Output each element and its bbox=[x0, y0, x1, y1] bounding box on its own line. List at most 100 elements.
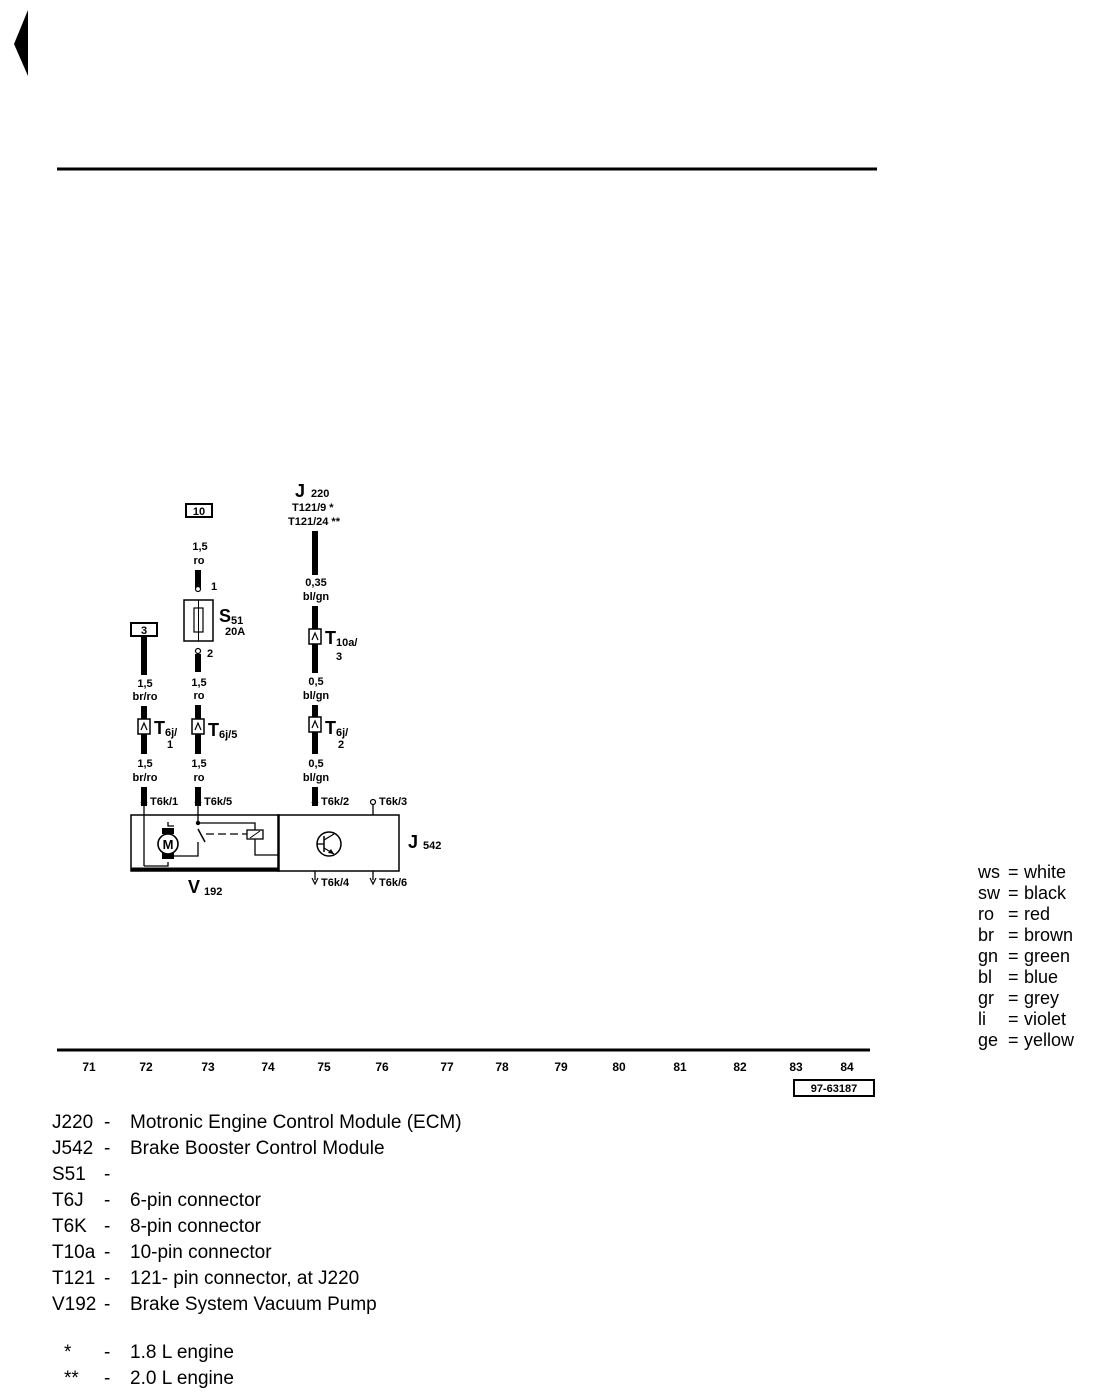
back-arrow-icon[interactable] bbox=[14, 10, 28, 76]
component-row: T6J-6-pin connector bbox=[52, 1188, 462, 1214]
component-description: Brake Booster Control Module bbox=[130, 1138, 385, 1159]
wire-size-label: 1,5 bbox=[137, 678, 152, 690]
connector-t6j-5-label: T bbox=[208, 720, 219, 740]
axis-tick-label: 72 bbox=[139, 1060, 153, 1074]
module-j542-box bbox=[277, 814, 400, 872]
legend-equals: = bbox=[1008, 883, 1019, 903]
wire-size-label: 1,5 bbox=[191, 677, 206, 689]
pin-arrow-icon bbox=[369, 877, 377, 886]
component-row: V192-Brake System Vacuum Pump bbox=[52, 1292, 462, 1318]
fuse-s51-sub: 51 bbox=[231, 615, 243, 627]
axis-tick-label: 76 bbox=[375, 1060, 389, 1074]
wire-size-label: 0,5 bbox=[308, 758, 323, 770]
legend-row: li=violet bbox=[978, 1009, 1074, 1030]
wire-color-label: ro bbox=[194, 555, 205, 567]
terminal-10-label: 10 bbox=[193, 506, 205, 518]
footnote-list: *-1.8 L engine **-2.0 L engine bbox=[52, 1340, 234, 1392]
legend-row: gn=green bbox=[978, 946, 1074, 967]
reference-number: 97-63187 bbox=[811, 1083, 858, 1095]
pin-t121-24-label: T121/24 ** bbox=[288, 516, 341, 528]
legend-equals: = bbox=[1008, 946, 1019, 966]
legend-code: li bbox=[978, 1009, 986, 1029]
axis-tick-label: 83 bbox=[789, 1060, 803, 1074]
footnote-text: 1.8 L engine bbox=[130, 1342, 234, 1363]
pin-arrow-icon bbox=[311, 877, 319, 886]
wire-size-label: 0,5 bbox=[308, 676, 323, 688]
connector-pin-icon bbox=[311, 631, 319, 641]
connector-t6j-5-sub: 6j/5 bbox=[219, 729, 237, 741]
axis-tick-label: 82 bbox=[733, 1060, 747, 1074]
pump-v192-box bbox=[130, 814, 280, 872]
component-row: S51- bbox=[52, 1162, 462, 1188]
motor-brush-icon bbox=[162, 853, 174, 859]
wire-color-label: ro bbox=[194, 772, 205, 784]
legend-row: br=brown bbox=[978, 925, 1074, 946]
axis-tick-label: 81 bbox=[673, 1060, 687, 1074]
component-code: J220 bbox=[52, 1112, 94, 1133]
component-dash: - bbox=[104, 1164, 111, 1185]
relay-coil-mark bbox=[249, 830, 261, 839]
relay-contact-icon bbox=[197, 828, 206, 843]
transistor-lead bbox=[323, 833, 335, 841]
legend-equals: = bbox=[1008, 988, 1019, 1008]
pin-t6k-4-label: T6k/4 bbox=[321, 877, 350, 889]
legend-equals: = bbox=[1008, 925, 1019, 945]
component-row: J220-Motronic Engine Control Module (ECM… bbox=[52, 1110, 462, 1136]
connector-t6j-2-label: T bbox=[325, 718, 336, 738]
internal-wire bbox=[167, 822, 174, 827]
pin-dot bbox=[194, 585, 202, 593]
footnote-mark: ** bbox=[64, 1368, 79, 1389]
legend-row: ge=yellow bbox=[978, 1030, 1074, 1051]
component-row: T121-121- pin connector, at J220 bbox=[52, 1266, 462, 1292]
wire-color-label: bl/gn bbox=[303, 772, 330, 784]
pin-1-label: 1 bbox=[211, 581, 217, 593]
connector-t6j-label: T bbox=[154, 718, 165, 738]
legend-row: bl =blue bbox=[978, 967, 1074, 988]
wire-color-label: bl/gn bbox=[303, 690, 330, 702]
axis-tick-label: 74 bbox=[261, 1060, 275, 1074]
legend-row: gr=grey bbox=[978, 988, 1074, 1009]
pin-dot bbox=[194, 647, 202, 655]
connector-t6j-pin: 1 bbox=[167, 739, 173, 751]
component-description: Motronic Engine Control Module (ECM) bbox=[130, 1112, 462, 1133]
component-dash: - bbox=[104, 1138, 111, 1159]
module-j542-label: J bbox=[408, 832, 418, 852]
legend-equals: = bbox=[1008, 967, 1019, 987]
pin-t6k-2-label: T6k/2 bbox=[321, 796, 349, 808]
component-code: T121 bbox=[52, 1268, 96, 1289]
pump-v192-label: V bbox=[188, 877, 200, 897]
legend-code: ws bbox=[978, 862, 1000, 882]
legend-code: gr bbox=[978, 988, 995, 1008]
component-list: J220-Motronic Engine Control Module (ECM… bbox=[52, 1110, 462, 1318]
wire-size-label: 1,5 bbox=[192, 541, 207, 553]
component-description: 10-pin connector bbox=[130, 1242, 272, 1263]
wire-color-label: br/ro bbox=[132, 691, 157, 703]
component-description: 6-pin connector bbox=[130, 1190, 261, 1211]
legend-name: violet bbox=[1024, 1009, 1067, 1029]
component-code: T6K bbox=[52, 1216, 87, 1237]
fuse-s51-label: S bbox=[219, 606, 231, 626]
axis-tick-label: 71 bbox=[82, 1060, 96, 1074]
legend-name: brown bbox=[1024, 925, 1074, 945]
wire-size-label: 1,5 bbox=[137, 758, 152, 770]
component-row: J542-Brake Booster Control Module bbox=[52, 1136, 462, 1162]
module-j542-sub: 542 bbox=[423, 840, 441, 852]
component-dash: - bbox=[104, 1112, 111, 1133]
component-row: T6K-8-pin connector bbox=[52, 1214, 462, 1240]
wire-color-legend: ws=white sw=black ro=red br=brown gn=gre… bbox=[978, 862, 1074, 1051]
legend-name: blue bbox=[1024, 967, 1059, 987]
component-description: 121- pin connector, at J220 bbox=[130, 1268, 360, 1289]
component-row: T10a-10-pin connector bbox=[52, 1240, 462, 1266]
component-code: T10a bbox=[52, 1242, 96, 1263]
reference-number-box bbox=[793, 1079, 875, 1097]
axis-tick-label: 80 bbox=[612, 1060, 626, 1074]
pin-t6k-1-label: T6k/1 bbox=[150, 796, 178, 808]
wire-color-label: ro bbox=[194, 690, 205, 702]
wire-color-label: bl/gn bbox=[303, 591, 330, 603]
component-dash: - bbox=[104, 1216, 111, 1237]
pin-t6k-3-label: T6k/3 bbox=[379, 796, 407, 808]
pin-t6k-6-label: T6k/6 bbox=[379, 877, 407, 889]
legend-code: bl bbox=[978, 967, 993, 987]
pin-dot bbox=[369, 798, 377, 806]
legend-equals: = bbox=[1008, 1030, 1019, 1050]
